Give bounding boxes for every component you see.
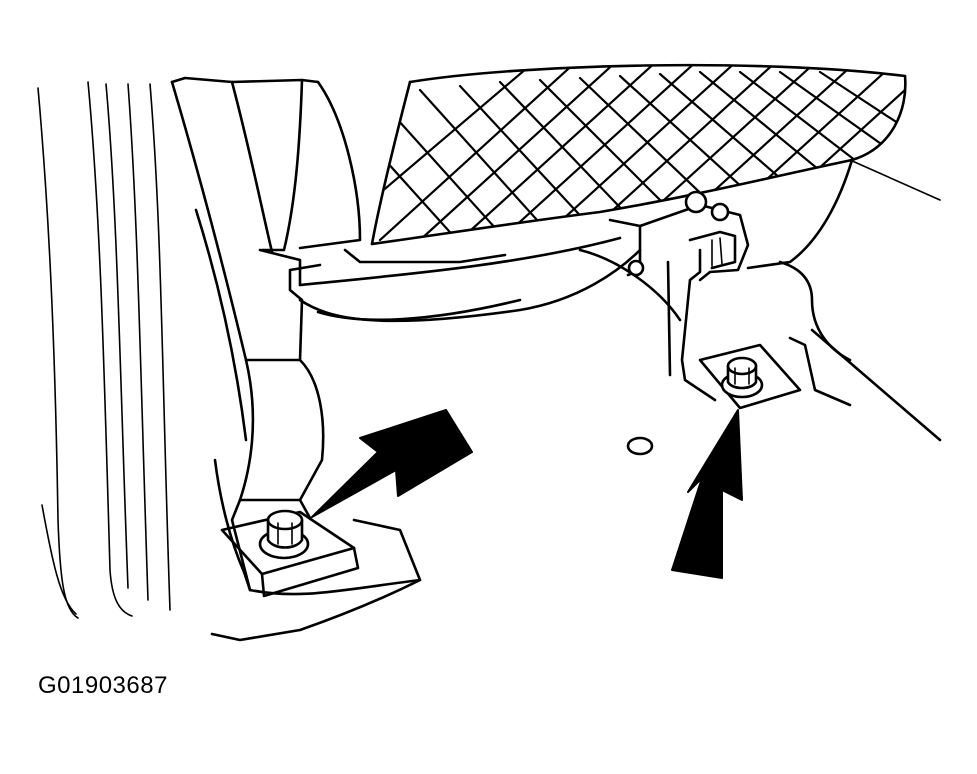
left-bracket	[210, 458, 422, 642]
left-callout-arrow	[311, 409, 473, 518]
right-mounting-nut	[720, 356, 764, 399]
right-floor-panel	[746, 158, 942, 442]
floor-hole	[626, 436, 654, 456]
mounting-rail	[298, 218, 682, 323]
cargo-net	[370, 63, 941, 246]
left-body-panel	[37, 81, 171, 619]
right-callout-arrow	[671, 409, 743, 579]
left-mounting-nut	[258, 509, 310, 560]
upper-trim-panel	[170, 76, 362, 502]
figure-id-label: G01903687	[38, 672, 168, 699]
right-bracket	[638, 190, 802, 410]
